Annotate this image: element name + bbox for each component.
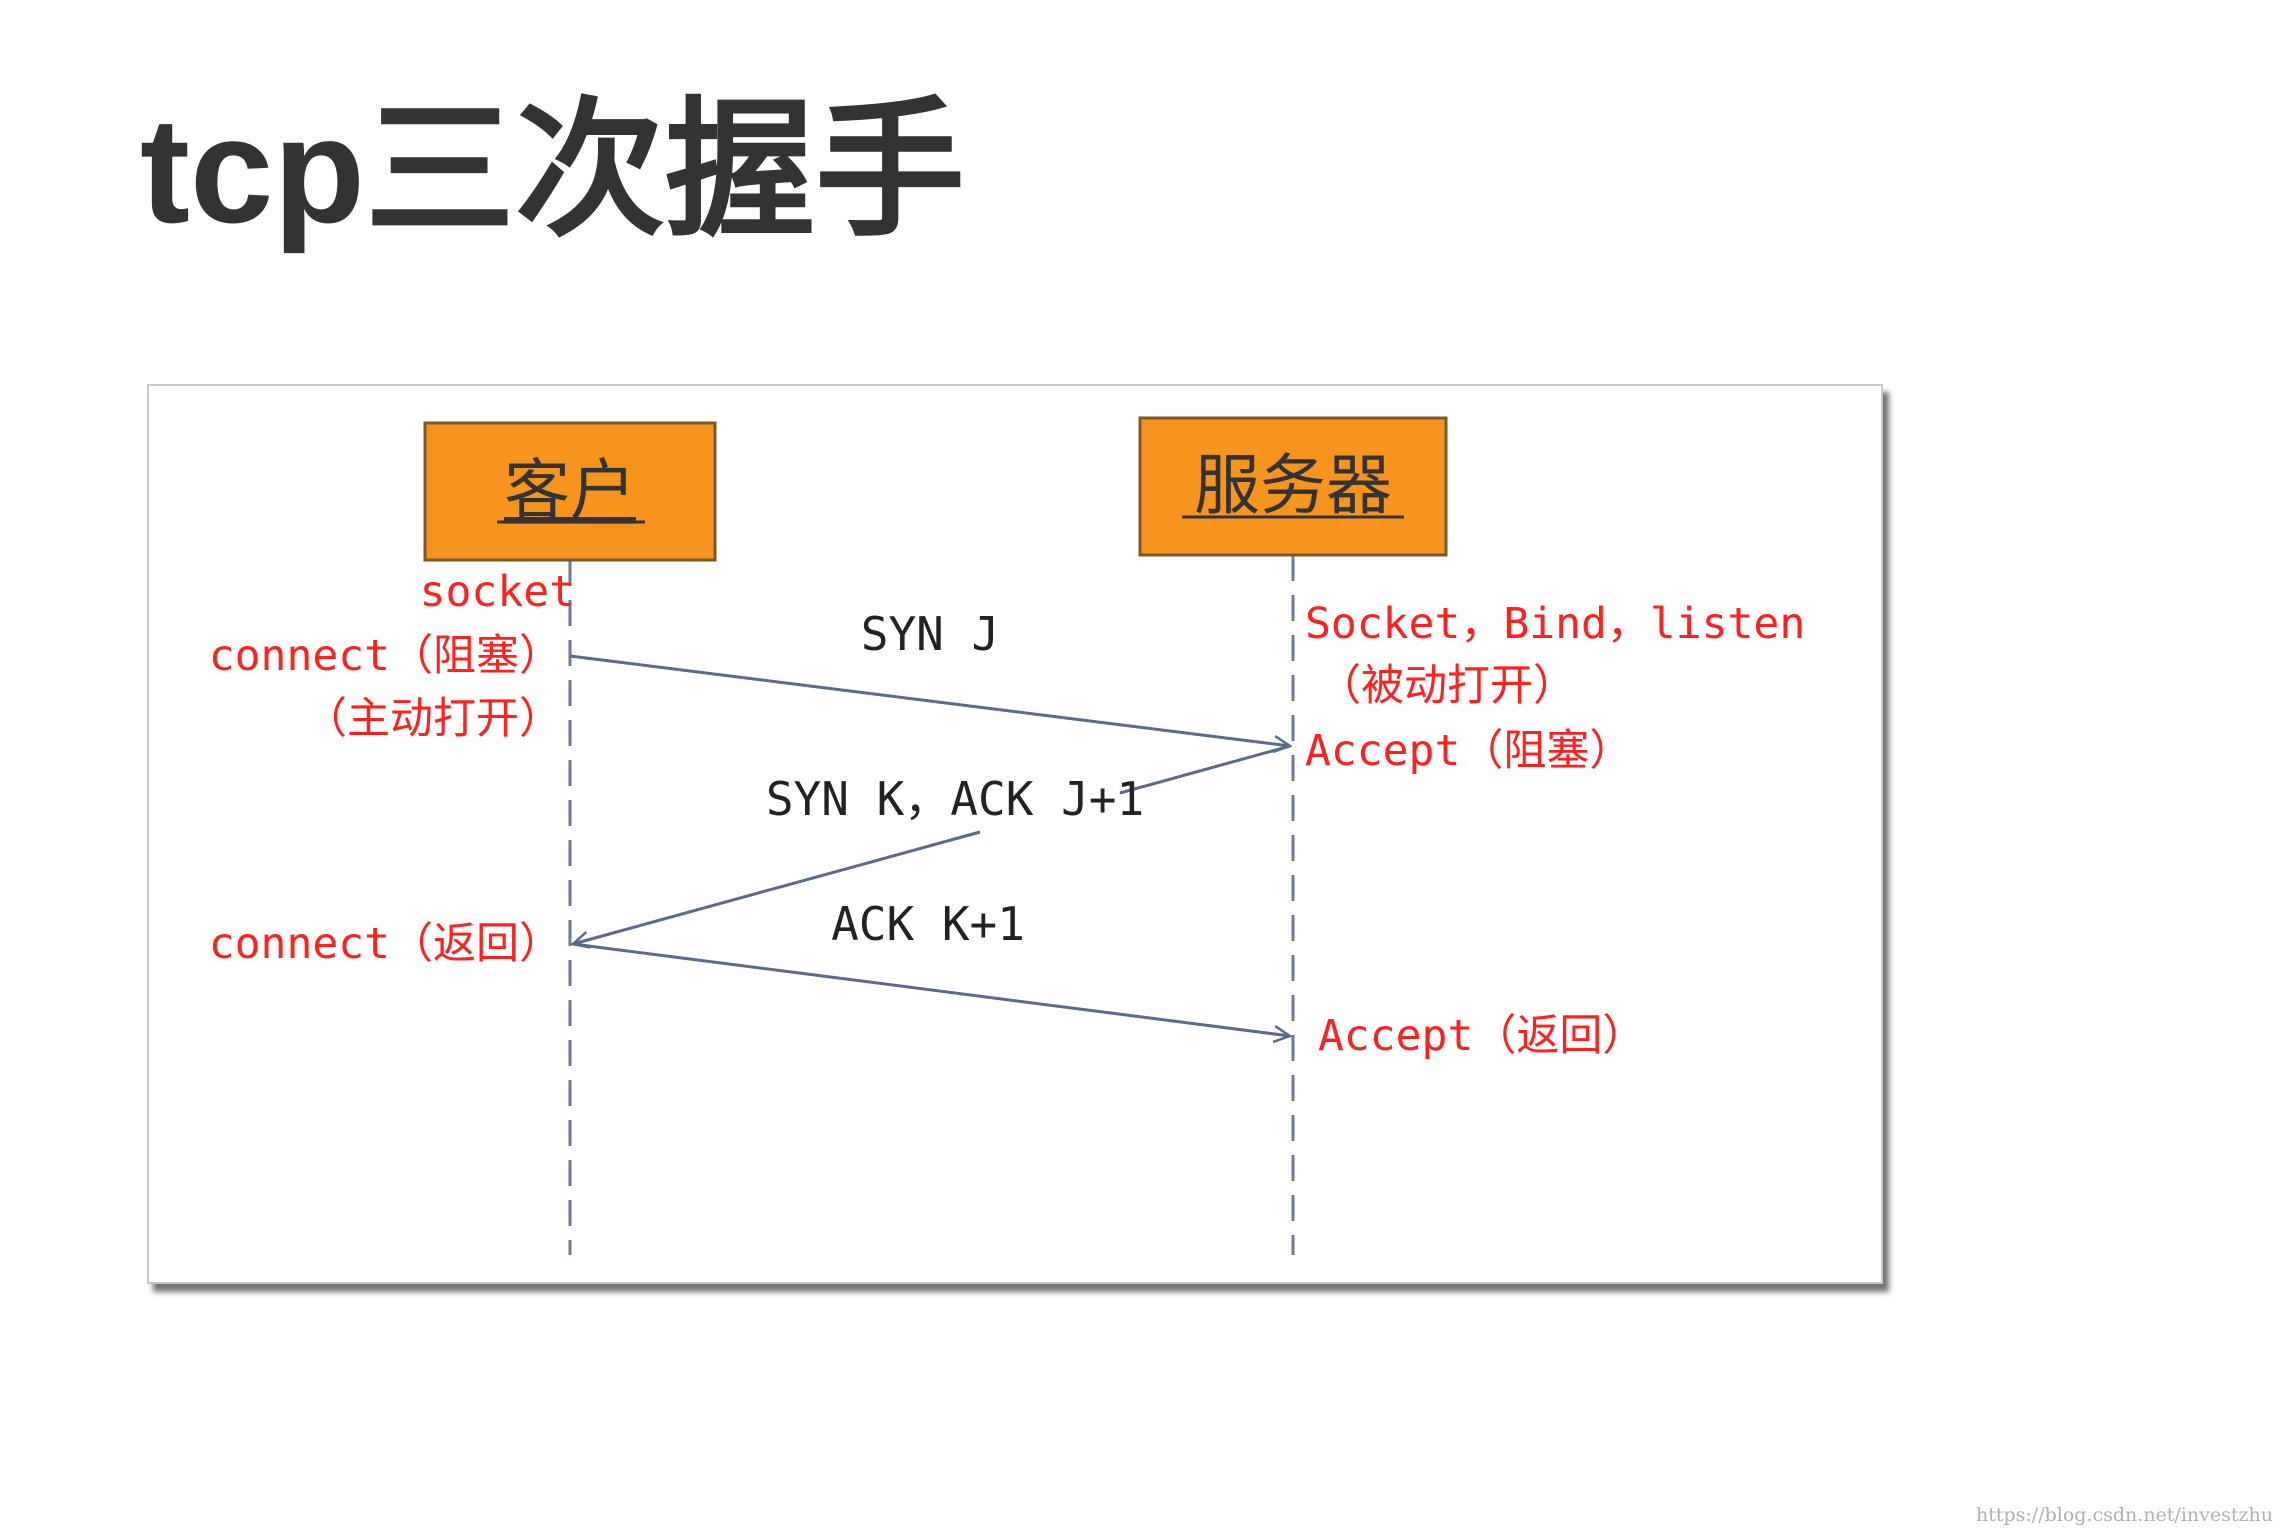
syn-k-ack-arrow bbox=[1119, 744, 1291, 795]
client-connect-return-label: connect（返回） bbox=[209, 919, 562, 969]
server-box bbox=[1138, 416, 1448, 557]
message-label-syn-j: SYN J bbox=[861, 607, 999, 661]
server-accept-return-label: Accept（返回） bbox=[1318, 1011, 1645, 1061]
server-socket-bind-listen-label: Socket，Bind，listen bbox=[1305, 599, 1805, 649]
server-passive-open-label: （被动打开） bbox=[1318, 661, 1576, 711]
client-socket-label: socket bbox=[420, 567, 575, 617]
client-active-open-label: （主动打开） bbox=[304, 694, 562, 744]
client-connect-block-label: connect（阻塞） bbox=[209, 631, 562, 681]
client-box bbox=[423, 421, 717, 562]
message-label-ack-k: ACK K+1 bbox=[831, 897, 1025, 951]
syn-j-arrow bbox=[569, 654, 1290, 746]
ack-k-arrow bbox=[572, 942, 1290, 1036]
message-label-syn-k-ack: SYN K，ACK J+1 bbox=[766, 772, 1144, 826]
diagram-frame bbox=[147, 384, 1883, 1284]
syn-k-ack-arrow-lower bbox=[573, 830, 981, 944]
watermark: https://blog.csdn.net/investzhu bbox=[1975, 1504, 2273, 1526]
server-label: 服务器 bbox=[1194, 447, 1392, 524]
client-label: 客户 bbox=[504, 452, 636, 529]
server-accept-block-label: Accept（阻塞） bbox=[1305, 726, 1632, 776]
page-title: tcp三次握手 bbox=[140, 86, 966, 254]
